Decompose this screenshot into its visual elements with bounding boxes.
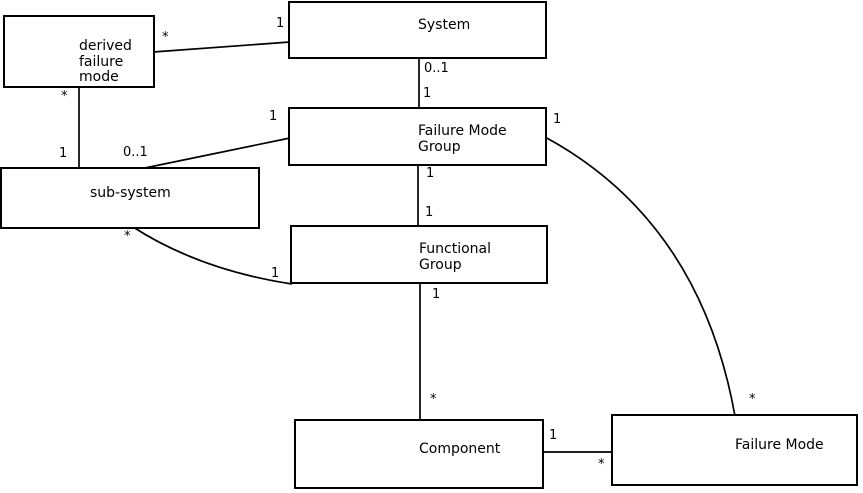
- multiplicity-group-to-functional-target: 1: [425, 205, 434, 220]
- multiplicity-derived-to-system-source: *: [162, 30, 169, 45]
- edge-group-subsystem: [134, 137, 291, 171]
- node-label-functional-group: Functional Group: [419, 241, 492, 273]
- edge-subsystem-functional-curve: [132, 226, 293, 285]
- node-failure-mode: [611, 414, 858, 486]
- multiplicity-derived-to-subsystem-source: *: [61, 89, 68, 104]
- multiplicity-group-to-failuremode-source: 1: [553, 112, 562, 127]
- edge-derived-system: [152, 41, 291, 53]
- node-component: [294, 419, 544, 489]
- multiplicity-group-to-subsystem-target: 0..1: [123, 145, 148, 160]
- multiplicity-derived-to-subsystem-target: 1: [59, 146, 68, 161]
- node-label-derived-failure-mode: derived failure mode: [79, 38, 132, 86]
- node-derived-failure-mode: [3, 15, 155, 88]
- node-sub-system: [0, 167, 260, 229]
- multiplicity-subsystem-to-functional-target: 1: [271, 266, 280, 281]
- multiplicity-derived-to-system-target: 1: [276, 16, 285, 31]
- node-label-failure-mode-group: Failure Mode Group: [418, 123, 507, 155]
- multiplicity-group-to-functional-source: 1: [426, 166, 435, 181]
- node-functional-group: [290, 225, 548, 284]
- multiplicity-functional-to-component-source: 1: [432, 287, 441, 302]
- multiplicity-group-to-subsystem-source: 1: [269, 109, 278, 124]
- edge-group-failuremode-curve: [544, 136, 736, 417]
- multiplicity-subsystem-to-functional-source: *: [124, 229, 131, 244]
- node-failure-mode-group: [288, 107, 547, 166]
- multiplicity-group-to-failuremode-target: *: [749, 392, 756, 407]
- multiplicity-component-to-failuremode-target: *: [598, 457, 605, 472]
- node-system: [288, 1, 547, 59]
- multiplicity-component-to-failuremode-source: 1: [549, 428, 558, 443]
- multiplicity-system-to-group-target: 1: [423, 86, 432, 101]
- node-label-sub-system: sub-system: [90, 185, 171, 201]
- node-label-system: System: [418, 17, 471, 33]
- multiplicity-functional-to-component-target: *: [430, 392, 437, 407]
- multiplicity-system-to-group-source: 0..1: [424, 61, 449, 76]
- node-label-failure-mode: Failure Mode: [735, 437, 824, 453]
- node-label-component: Component: [419, 441, 501, 457]
